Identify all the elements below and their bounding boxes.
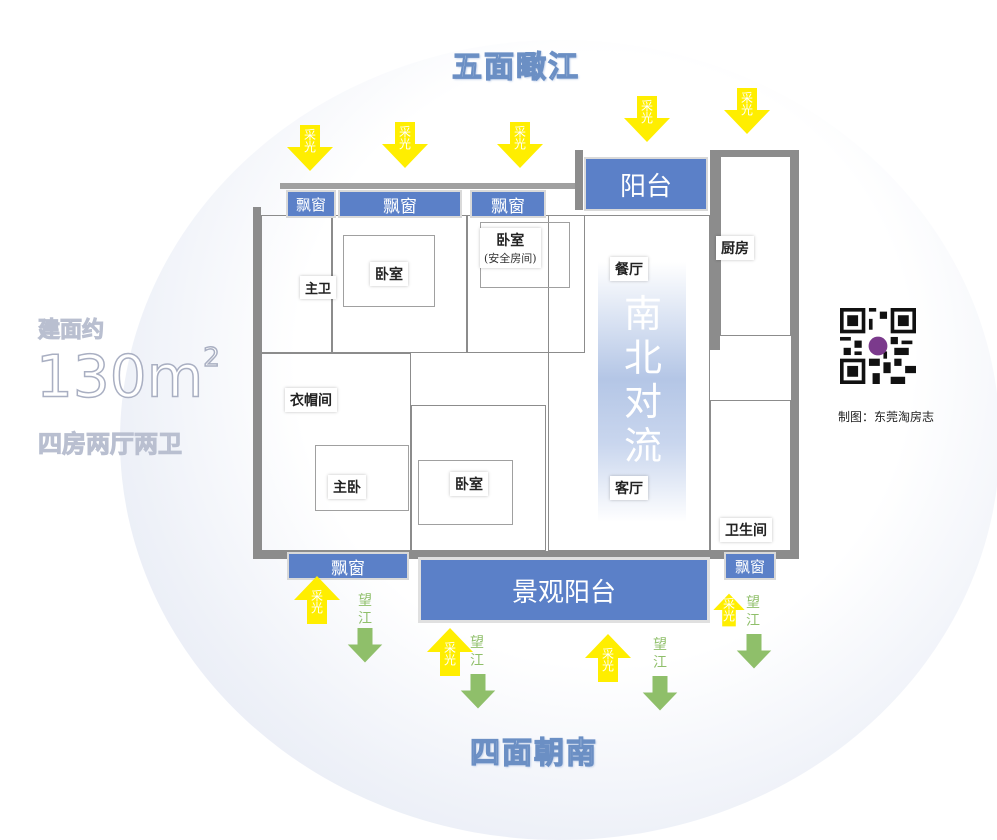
light-arrow-up-icon	[585, 634, 631, 682]
wall-balcony-west	[575, 150, 583, 210]
living-outline	[548, 215, 710, 551]
wall-south	[253, 551, 793, 559]
light-text: 采光	[310, 589, 323, 615]
river-view-arrow-icon	[347, 628, 383, 663]
light-text: 采光	[722, 597, 735, 623]
light-arrow-up-icon	[713, 593, 745, 627]
airflow-label: 南北对流	[623, 292, 662, 468]
river-view-text: 望江	[470, 635, 484, 669]
room-bedroom-1: 卧室	[370, 262, 408, 286]
room-bathroom: 卫生间	[720, 518, 772, 542]
bay-window-2: 飘窗	[338, 190, 462, 218]
room-bedroom-safe: 卧室 (安全房间)	[480, 228, 541, 268]
room-dining: 餐厅	[610, 257, 648, 281]
headline-top: 五面瞰江	[451, 49, 580, 85]
river-view-arrow-icon	[460, 674, 496, 709]
headline-bottom: 四面朝南	[469, 735, 598, 771]
wall-kitchen-north	[710, 150, 799, 156]
light-arrow-up-icon	[427, 628, 473, 676]
bed-icon	[343, 235, 435, 307]
area-superscript: 2	[202, 342, 220, 374]
room-bedroom-safe-note: (安全房间)	[484, 252, 537, 265]
layout-type: 四房两厅两卫	[38, 430, 183, 459]
light-text: 采光	[443, 641, 456, 667]
room-bedroom-2: 卧室	[450, 472, 488, 496]
light-arrow-down-icon	[382, 122, 428, 168]
river-view-arrow-icon	[736, 634, 772, 669]
bay-window-5: 飘窗	[724, 552, 776, 580]
wall-east	[791, 150, 799, 559]
room-bedroom-safe-title: 卧室	[496, 233, 525, 249]
bed-icon	[315, 445, 409, 511]
bathroom-outline	[710, 400, 791, 551]
bay-window-4: 飘窗	[287, 552, 409, 580]
river-view-text: 望江	[358, 593, 372, 627]
room-walk-in-closet: 衣帽间	[285, 388, 337, 412]
bedroom-2-outline	[411, 405, 546, 551]
area-value: 130m2	[35, 338, 220, 407]
area-unit: m	[146, 342, 204, 411]
light-arrow-down-icon	[724, 88, 770, 134]
wall-north-left	[280, 183, 580, 189]
wall-west	[253, 207, 261, 559]
view-balcony: 景观阳台	[418, 557, 710, 623]
room-master-bath: 主卫	[300, 276, 337, 299]
light-text: 采光	[513, 125, 526, 151]
bay-window-1: 飘窗	[286, 190, 336, 218]
light-text: 采光	[601, 647, 614, 673]
river-view-arrow-icon	[642, 676, 678, 711]
light-arrow-down-icon	[497, 122, 543, 168]
area-label: 建面约	[37, 318, 105, 344]
light-text: 采光	[303, 128, 316, 154]
area-number: 130	[35, 342, 147, 411]
river-view-text: 望江	[653, 637, 667, 671]
room-living: 客厅	[610, 476, 648, 500]
credit-text: 制图：东莞淘房志	[838, 410, 935, 424]
bed-icon	[418, 460, 513, 525]
light-text: 采光	[398, 125, 411, 151]
light-text: 采光	[640, 99, 653, 125]
master-bedroom-outline	[261, 353, 411, 551]
background-circle	[120, 40, 997, 840]
wall-kitchen-west	[710, 150, 720, 350]
river-view-text: 望江	[746, 595, 760, 629]
bay-window-3: 飘窗	[470, 190, 546, 218]
light-arrow-down-icon	[624, 96, 670, 142]
qr-code-icon[interactable]	[840, 308, 916, 384]
light-arrow-up-icon	[294, 576, 340, 624]
balcony: 阳台	[584, 157, 708, 211]
room-master-bedroom: 主卧	[328, 475, 366, 499]
room-kitchen: 厨房	[716, 236, 754, 260]
light-text: 采光	[740, 91, 753, 117]
light-arrow-down-icon	[287, 125, 333, 171]
